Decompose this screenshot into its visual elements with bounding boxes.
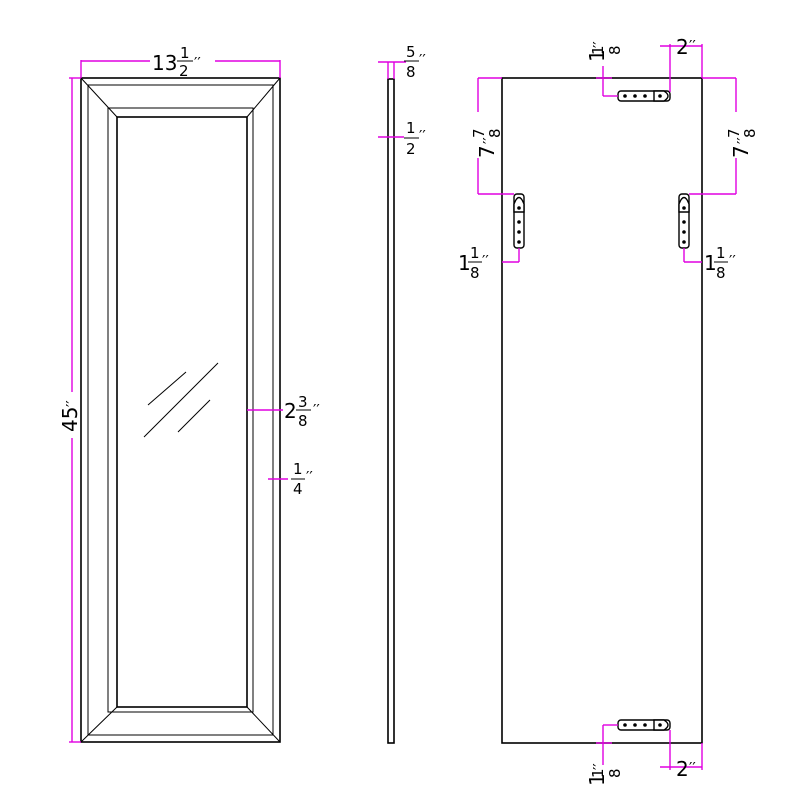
- thickness-den: 8: [406, 63, 416, 81]
- edge-den: 2: [406, 140, 416, 158]
- thickness-num: 5: [406, 43, 416, 61]
- glass-reflection-icon: [143, 362, 219, 438]
- right-gap-num: 1: [716, 244, 726, 262]
- bottom-gap-den: 8: [606, 768, 624, 778]
- right-gap-unit: ′′: [729, 252, 736, 270]
- top-gap-num: 1: [589, 45, 607, 55]
- back-view: [501, 77, 703, 744]
- left-gap-den: 8: [470, 264, 480, 282]
- top-hanger-icon: [617, 90, 671, 102]
- left-hanger-den: 8: [486, 128, 504, 138]
- bottom-hanger-icon: [617, 719, 671, 731]
- width-whole: 13: [152, 51, 177, 75]
- bottom-gap-num: 1: [589, 768, 607, 778]
- left-hanger-unit: ′′: [480, 137, 498, 144]
- right-gap-whole: 1: [704, 251, 717, 275]
- height-unit: ′′: [63, 400, 81, 407]
- side-profile: [387, 78, 395, 744]
- left-hanger-num: 7: [470, 128, 488, 138]
- edge-num: 1: [406, 119, 416, 137]
- frame-depth-den: 4: [293, 480, 303, 498]
- hanger-offset-unit: ′′: [689, 37, 696, 55]
- width-frac-den: 2: [179, 62, 189, 80]
- back-dimensions: 2 ′′ 1 1 8 ′′ 7 ′′ 7 8 7 ′′ 7 8 1 1 8: [458, 35, 759, 786]
- height-value: 45: [58, 407, 82, 432]
- front-dimensions: 13 1 2 ′′ 45 ′′ 2 3 8 ′′ 1 4 ′′: [58, 44, 320, 743]
- frame-depth-num: 1: [293, 460, 303, 478]
- back-panel: [501, 77, 703, 744]
- right-hanger-num: 7: [725, 128, 743, 138]
- frame-width-unit: ′′: [313, 401, 320, 419]
- side-view: [387, 78, 395, 744]
- bottom-gap-unit: ′′: [590, 763, 608, 770]
- side-dimensions: 5 8 ′′ 1 2 ′′: [378, 43, 426, 158]
- frame-inner-bevel: [107, 107, 254, 713]
- frame-width-whole: 2: [284, 399, 297, 423]
- right-gap-den: 8: [716, 264, 726, 282]
- miter-top-left: [80, 77, 118, 118]
- top-gap-den: 8: [606, 45, 624, 55]
- bottom-offset-unit: ′′: [689, 759, 696, 777]
- right-hanger-unit: ′′: [734, 137, 752, 144]
- left-gap-unit: ′′: [482, 252, 489, 270]
- top-gap-unit: ′′: [590, 41, 608, 48]
- left-hanger-icon: [513, 193, 525, 249]
- bottom-offset-whole: 2: [676, 757, 689, 781]
- mirror-glass: [116, 116, 248, 708]
- bottom-gap-whole: 1: [585, 773, 609, 786]
- frame-width-num: 3: [298, 393, 308, 411]
- left-hanger-whole: 7: [475, 145, 499, 158]
- miter-bottom-left: [80, 706, 118, 743]
- right-hanger-whole: 7: [729, 145, 753, 158]
- hanger-offset-whole: 2: [676, 35, 689, 59]
- left-gap-num: 1: [470, 244, 480, 262]
- thickness-unit: ′′: [419, 51, 426, 69]
- edge-unit: ′′: [419, 127, 426, 145]
- right-hanger-icon: [678, 193, 690, 249]
- right-hanger-den: 8: [741, 128, 759, 138]
- miter-top-right: [246, 77, 281, 118]
- left-gap-whole: 1: [458, 251, 471, 275]
- top-gap-whole: 1: [585, 49, 609, 62]
- frame-outer-bevel: [87, 84, 274, 736]
- frame-width-den: 8: [298, 412, 308, 430]
- width-unit: ′′: [194, 54, 201, 72]
- frame-depth-unit: ′′: [306, 468, 313, 486]
- width-frac-num: 1: [180, 44, 190, 62]
- miter-bottom-right: [246, 706, 281, 743]
